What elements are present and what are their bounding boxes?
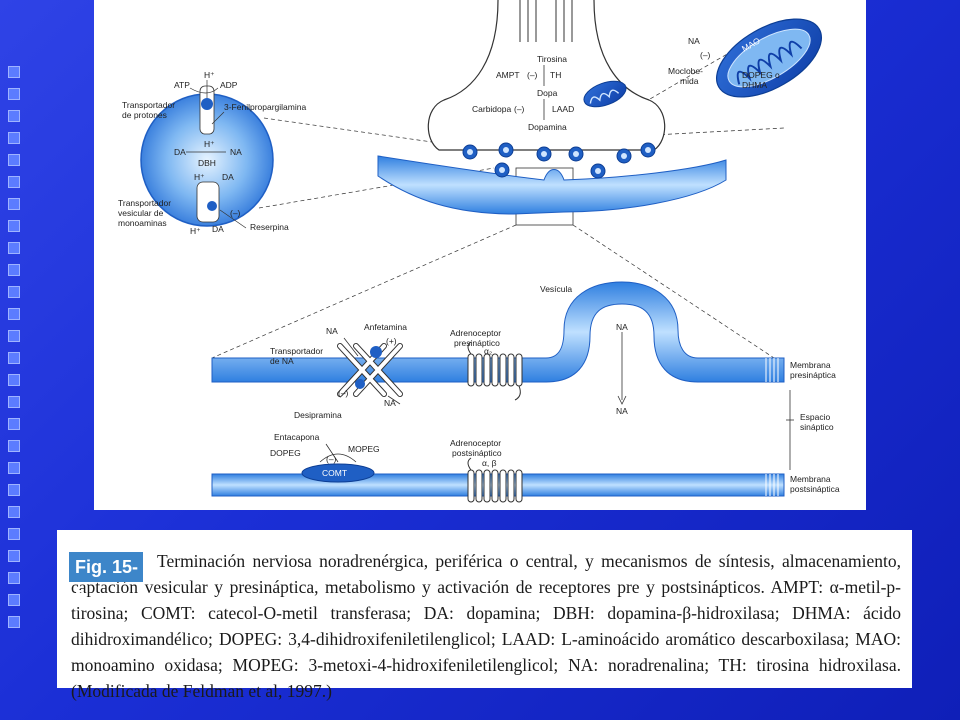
na-out-label: NA: [384, 398, 396, 408]
entacapona-label: Entacapona: [274, 432, 320, 442]
vesicle-na-bottom-label: NA: [616, 406, 628, 416]
h-plus-out-label: H⁺: [190, 226, 201, 236]
mopeg-label: MOPEG: [348, 444, 380, 454]
pre-receptor-label-1: Adrenoceptor: [450, 328, 501, 338]
dopeg-dhma-label-2: DHMA: [742, 80, 767, 90]
figure-label: Fig. 15-2: [69, 552, 143, 607]
comt-enzyme: [301, 463, 375, 483]
na-inner-label: NA: [230, 147, 242, 157]
espacio-label-2: sináptico: [800, 422, 834, 432]
postsynaptic-receptor: [467, 457, 523, 503]
anfetamina-label: Anfetamina: [364, 322, 407, 332]
dopamina-label: Dopamina: [528, 122, 567, 132]
large-mitochondrion: [715, 18, 823, 98]
plus-label: (+): [386, 336, 397, 346]
reserpina-label: Reserpina: [250, 222, 289, 232]
na-transporter-label-2: de NA: [270, 356, 294, 366]
figure-panel: Tirosina AMPT (–) TH Dopa Carbidopa (–) …: [94, 0, 866, 510]
carbidopa-label: Carbidopa: [472, 104, 511, 114]
enlarged-arrows: [319, 332, 794, 470]
presynaptic-receptor: [467, 341, 523, 401]
membrana-pre-label-1: Membrana: [790, 360, 831, 370]
alpha2-label: α₂: [484, 346, 492, 356]
vmat-label-1: Transportador: [118, 198, 171, 208]
atp-label: ATP: [174, 80, 190, 90]
th-label: TH: [550, 70, 561, 80]
vesicle-arrows: [186, 80, 247, 229]
membrana-post-label-1: Membrana: [790, 474, 831, 484]
postsynaptic-membrane-band: [377, 155, 727, 215]
espacio-label-1: Espacio: [800, 412, 831, 422]
noradrenergic-terminal-diagram: Tirosina AMPT (–) TH Dopa Carbidopa (–) …: [118, 0, 840, 503]
dopa-label: Dopa: [537, 88, 558, 98]
post-receptor-label-2: postsináptico: [452, 448, 502, 458]
storage-vesicle: [140, 85, 274, 227]
h-plus-top-label: H⁺: [204, 70, 215, 80]
axon-filaments: [519, 0, 573, 42]
figure-caption: Terminación nerviosa noradrenérgica, per…: [57, 530, 912, 701]
comt-label: COMT: [322, 468, 347, 478]
na-in-label: NA: [326, 326, 338, 336]
dbh-label: DBH: [198, 158, 216, 168]
da-right-label: DA: [222, 172, 234, 182]
desipramina-label: Desipramina: [294, 410, 342, 420]
h-plus-inner-label: H⁺: [204, 139, 215, 149]
da-inner-label: DA: [174, 147, 186, 157]
da-out-label: DA: [212, 224, 224, 234]
small-mitochondrion: [583, 80, 627, 108]
moclobemida-label-2: mida: [680, 76, 699, 86]
membrane-edge-ticks: [765, 358, 779, 496]
proton-transporter-label-2: de protones: [122, 110, 167, 120]
vesicle-na-top-label: NA: [616, 322, 628, 332]
synthesis-pathway: Tirosina AMPT (–) TH Dopa Carbidopa (–) …: [472, 54, 574, 132]
laad-label: LAAD: [552, 104, 574, 114]
mito-na-label: NA: [688, 36, 700, 46]
vesicula-label: Vesícula: [540, 284, 572, 294]
proton-transporter-label-1: Transportador: [122, 100, 175, 110]
na-transporter-label-1: Transportador: [270, 346, 323, 356]
dopeg-label: DOPEG: [270, 448, 301, 458]
vesicle-highlights: [467, 147, 651, 174]
post-receptor-label-1: Adrenoceptor: [450, 438, 501, 448]
membrana-post-label-2: postsináptica: [790, 484, 840, 494]
na-transporter: [337, 343, 403, 397]
alpha-beta-label: α, β: [482, 458, 497, 468]
mito-inhibit-label: (–): [700, 50, 711, 60]
presynaptic-membrane: [211, 281, 785, 383]
ampt-label: AMPT: [496, 70, 520, 80]
vmat-inhibit-label: (–): [230, 208, 241, 218]
moclobemida-label-1: Moclobe-: [668, 66, 703, 76]
slide-bullet-column: [8, 66, 22, 638]
caption-text: Terminación nerviosa noradrenérgica, per…: [71, 551, 901, 701]
inhibit-label: (–): [514, 104, 525, 114]
transporter-inhibit-label: (–): [338, 388, 349, 398]
dopeg-dhma-label-1: DOPEG o: [742, 70, 780, 80]
adp-label: ADP: [220, 80, 238, 90]
tirosina-label: Tirosina: [537, 54, 567, 64]
inhibit-label: (–): [527, 70, 538, 80]
membrana-pre-label-2: presináptica: [790, 370, 836, 380]
pre-receptor-label-2: presináptico: [454, 338, 500, 348]
comt-inhibit-label: (–): [326, 454, 337, 464]
h-plus-bottom-label: H⁺: [194, 172, 205, 182]
fenilpropargilamina-label: 3-Fenilpropargilamina: [224, 102, 306, 112]
vmat-label-3: monoaminas: [118, 218, 167, 228]
vmat-label-2: vesicular de: [118, 208, 164, 218]
